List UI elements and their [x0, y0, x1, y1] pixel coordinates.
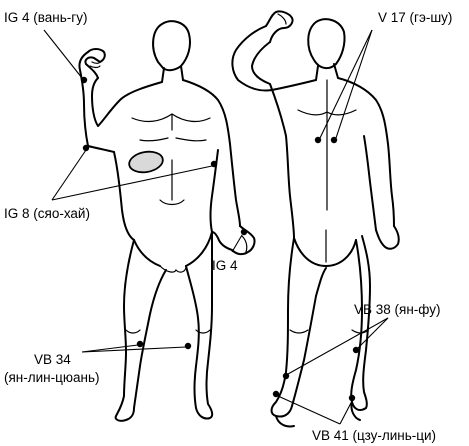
- label-vb38-yanfu: VB 38 (ян-фу): [354, 302, 440, 317]
- leader-vb41-left: [278, 396, 340, 424]
- leader-v17-right: [336, 30, 372, 138]
- back-body-figure: [232, 11, 398, 426]
- liver-shape: [128, 149, 165, 175]
- label-vb34-name: (ян-лин-цюань): [4, 370, 99, 385]
- label-ig8-syaohai: IG 8 (сяо-хай): [4, 206, 90, 221]
- point-vb34-left: [137, 341, 143, 347]
- leader-vb41-right: [340, 401, 352, 424]
- label-ig4-hand: IG 4: [212, 258, 238, 273]
- acupoints: [81, 77, 359, 401]
- labels: IG 4 (вань-гу) IG 8 (сяо-хай) IG 4 VB 34…: [4, 10, 452, 443]
- leader-lines: [44, 30, 388, 424]
- leader-ig4-hand: [232, 235, 242, 252]
- label-vb41-tszulinci: VB 41 (цзу-линь-ци): [312, 428, 436, 443]
- leader-ig8-right: [52, 166, 212, 200]
- leader-ig4-top: [44, 30, 82, 78]
- leader-ig8-left: [52, 150, 86, 200]
- point-ig4-hand: [241, 229, 247, 235]
- leader-vb38-left: [288, 318, 388, 374]
- front-body-figure: [79, 21, 254, 421]
- leader-v17-left: [320, 30, 372, 138]
- point-vb34-right: [185, 343, 191, 349]
- label-vb34: VB 34: [34, 352, 71, 367]
- point-vb41-right: [349, 395, 355, 401]
- label-v17-geshu: V 17 (гэ-шу): [378, 10, 452, 25]
- label-ig4-vangu: IG 4 (вань-гу): [4, 10, 87, 25]
